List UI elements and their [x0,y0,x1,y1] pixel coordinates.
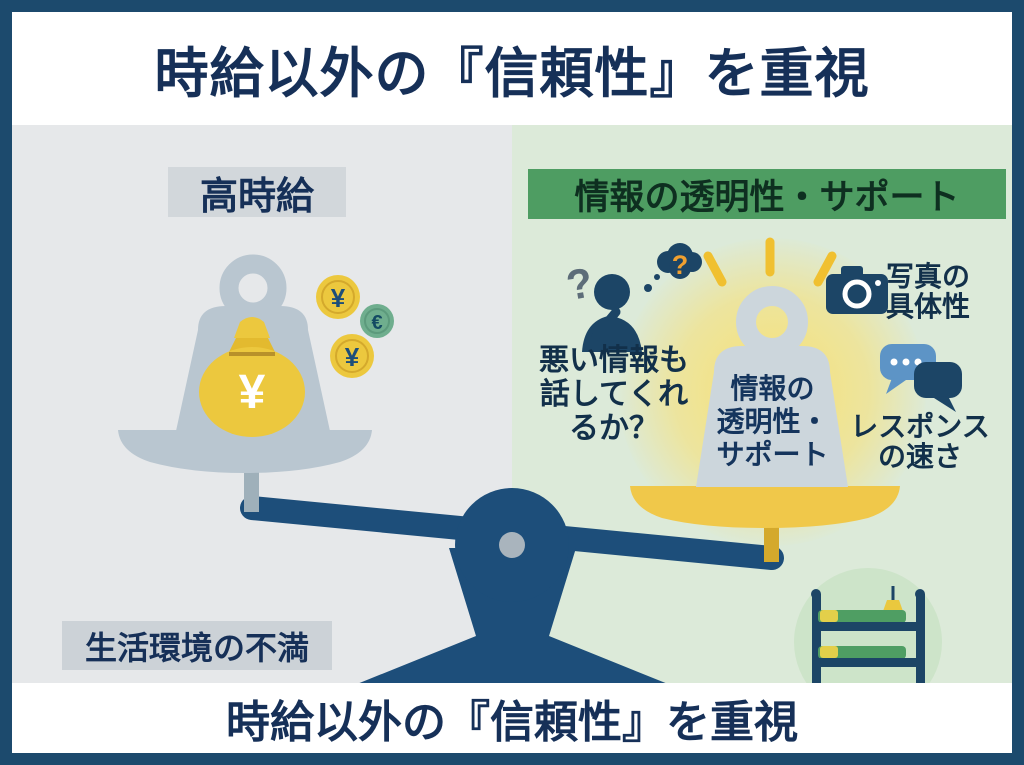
weight-label-transparency-support: 情報の 透明性・ サポート [716,373,829,470]
left-bottom-label-living-dissatisfaction: 生活環境の不満 [62,621,332,670]
footer-band: 時給以外の『信頼性』を重視 [12,683,1012,753]
caption-response-speed: レスポンス の速さ [850,411,990,472]
footer-title: 時給以外の『信頼性』を重視 [226,698,798,747]
caption-bad-info-question: 悪い情報も 話してくれ るか？ [539,344,689,445]
caption-photo-specificity: 写真の 具体性 [886,261,971,322]
left-label-high-wage: 高時給 [168,167,346,218]
left-label-text: 高時給 [199,175,314,218]
header-band: 時給以外の『信頼性』を重視 [12,12,1012,125]
right-label-text: 情報の透明性・サポート [574,177,960,217]
right-label-transparency-support: 情報の透明性・サポート [528,169,1006,219]
page-title: 時給以外の『信頼性』を重視 [154,44,870,104]
left-bottom-label-text: 生活環境の不満 [84,629,309,666]
